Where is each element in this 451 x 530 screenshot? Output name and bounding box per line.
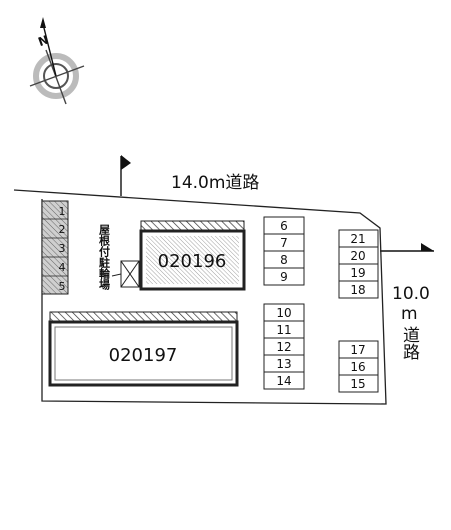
lot-boundary (13, 189, 387, 405)
parking-slot-18: 18 (350, 283, 365, 297)
right-road-label-line3: 道路 (399, 326, 419, 360)
building-label-020197: 020197 (109, 345, 178, 366)
compass-icon (29, 17, 85, 105)
top-road-label: 14.0m道路 (171, 173, 260, 193)
parking-slot-7: 7 (280, 236, 288, 250)
bike-parking-label: 屋根付駐輪場 (97, 224, 111, 290)
parking-slot-8: 8 (280, 253, 288, 267)
right-road-label-line2: m (401, 304, 418, 324)
parking-slot-10: 10 (276, 306, 291, 320)
parking-slot-12: 12 (276, 340, 291, 354)
road-arrow-top (120, 155, 131, 196)
parking-slot-20: 20 (350, 249, 365, 263)
parking-slot-13: 13 (276, 357, 291, 371)
parking-slot-16: 16 (350, 360, 365, 374)
parking-col-b-top (338, 229, 379, 299)
left-bike-slot-5: 5 (59, 280, 66, 293)
right-road-label-line1: 10.0 (392, 284, 430, 304)
parking-slot-21: 21 (350, 232, 365, 246)
parking-slot-17: 17 (350, 343, 365, 357)
parking-slot-15: 15 (350, 377, 365, 391)
parking-slot-9: 9 (280, 270, 288, 284)
parking-slot-6: 6 (280, 219, 288, 233)
left-bike-slots (41, 200, 69, 295)
parking-col-a-top (263, 216, 305, 286)
left-bike-slot-3: 3 (59, 242, 66, 255)
building-020196 (139, 220, 246, 291)
left-bike-slot-labels: 1 2 3 4 5 (59, 205, 66, 293)
compass-n-label: N (36, 33, 50, 50)
left-bike-slot-2: 2 (59, 223, 66, 236)
parking-col-b-bottom (338, 340, 379, 393)
bike-shed-icon (111, 260, 140, 288)
left-bike-slot-4: 4 (59, 261, 66, 274)
building-020197 (48, 311, 239, 387)
left-bike-slot-1: 1 (59, 205, 66, 218)
parking-slot-19: 19 (350, 266, 365, 280)
parking-col-a-bottom (263, 303, 305, 390)
parking-slot-14: 14 (276, 374, 291, 388)
road-arrow-right (380, 243, 434, 252)
parking-slot-11: 11 (276, 323, 291, 337)
building-label-020196: 020196 (158, 251, 227, 272)
